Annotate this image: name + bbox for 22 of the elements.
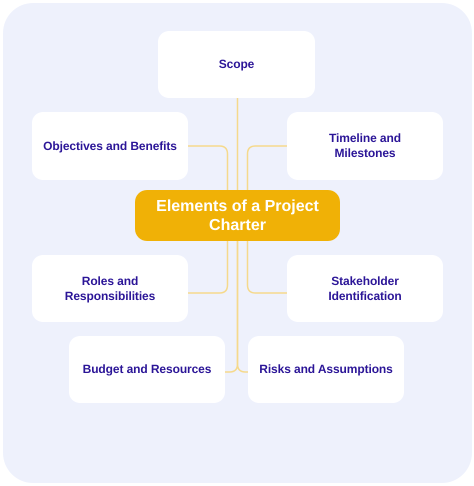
topic-card <box>248 336 404 403</box>
topic-card <box>32 255 188 322</box>
topic-card <box>287 112 443 180</box>
connector-line <box>246 241 287 294</box>
topic-label: Stakeholder Identification <box>327 274 403 304</box>
connector-line <box>246 145 287 190</box>
connector-line <box>236 241 248 373</box>
topic-label: Objectives and Benefits <box>43 138 177 154</box>
topic-label: Timeline and Milestones <box>328 131 402 161</box>
topic-label: Scope <box>218 57 254 72</box>
connector-line <box>188 145 228 190</box>
topic-card <box>158 31 315 98</box>
topic-label: Budget and Resources <box>82 362 212 377</box>
topic-label: Roles and Responsibilities <box>64 274 156 304</box>
central-topic-title: Elements of a Project Charter <box>155 196 320 234</box>
topic-card <box>69 336 225 403</box>
central-topic-card <box>135 190 340 241</box>
topic-card <box>32 112 188 180</box>
topic-label: Risks and Assumptions <box>259 362 393 377</box>
topic-card <box>287 255 443 322</box>
connector-line <box>188 241 228 294</box>
connector-line <box>236 98 238 190</box>
